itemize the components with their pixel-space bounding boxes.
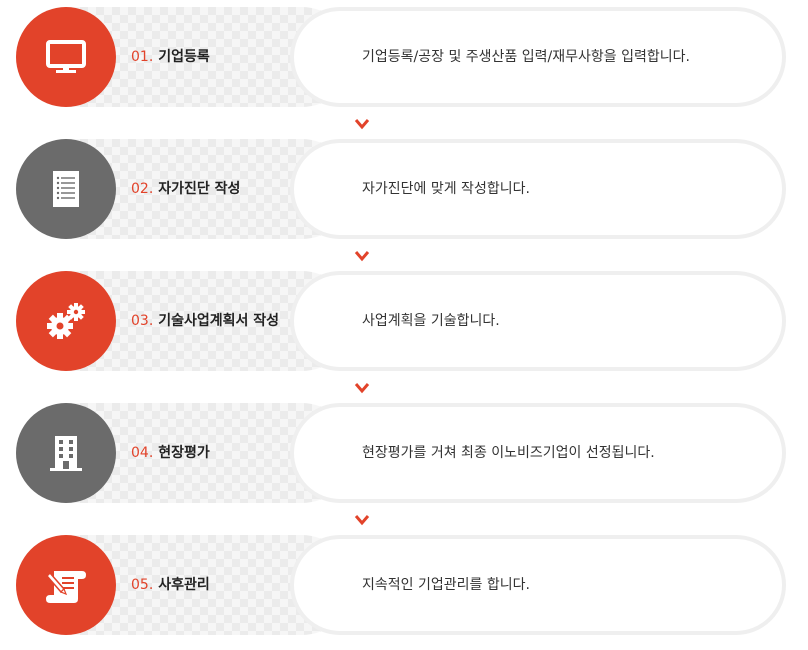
certificate-icon: [45, 571, 86, 603]
step-icon-circle: [16, 139, 116, 239]
step-title: 자가진단 작성: [158, 181, 241, 197]
chevron-down-icon: [354, 383, 370, 394]
gears-icon: [47, 303, 85, 339]
step-icon-circle: [16, 535, 116, 635]
step-description: 현장평가를 거쳐 최종 이노비즈기업이 선정됩니다.: [362, 445, 655, 461]
step-title: 현장평가: [158, 445, 210, 461]
step-label: 01.기업등록: [131, 6, 210, 108]
step-label: 05.사후관리: [131, 534, 210, 636]
step-icon-circle: [16, 7, 116, 107]
monitor-icon: [46, 40, 86, 73]
step-description: 기업등록/공장 및 주생산품 입력/재무사항을 입력합니다.: [362, 49, 690, 65]
step-3: 03.기술사업계획서 작성 사업계획을 기술합니다.: [0, 270, 808, 374]
step-description: 사업계획을 기술합니다.: [362, 313, 500, 329]
building-icon: [50, 436, 82, 471]
step-description-pill: [290, 271, 786, 371]
step-label: 03.기술사업계획서 작성: [131, 270, 279, 372]
step-description: 지속적인 기업관리를 합니다.: [362, 577, 530, 593]
step-description-pill: [290, 535, 786, 635]
step-description-pill: [290, 7, 786, 107]
step-title: 사후관리: [158, 577, 210, 593]
step-5: 05.사후관리 지속적인 기업관리를 합니다.: [0, 534, 808, 638]
step-2: 02.자가진단 작성 자가진단에 맞게 작성합니다.: [0, 138, 808, 242]
step-title: 기업등록: [158, 49, 210, 65]
step-description: 자가진단에 맞게 작성합니다.: [362, 181, 530, 197]
step-icon-circle: [16, 271, 116, 371]
document-icon: [53, 171, 79, 207]
step-4: 04.현장평가 현장평가를 거쳐 최종 이노비즈기업이 선정됩니다.: [0, 402, 808, 506]
step-number: 04.: [131, 445, 154, 461]
chevron-down-icon: [354, 251, 370, 262]
step-number: 01.: [131, 49, 154, 65]
step-number: 05.: [131, 577, 154, 593]
step-description-pill: [290, 403, 786, 503]
step-title: 기술사업계획서 작성: [158, 313, 280, 329]
step-description-pill: [290, 139, 786, 239]
step-label: 02.자가진단 작성: [131, 138, 240, 240]
chevron-down-icon: [354, 515, 370, 526]
step-number: 03.: [131, 313, 154, 329]
step-number: 02.: [131, 181, 154, 197]
step-icon-circle: [16, 403, 116, 503]
chevron-down-icon: [354, 119, 370, 130]
step-1: 01.기업등록 기업등록/공장 및 주생산품 입력/재무사항을 입력합니다.: [0, 6, 808, 110]
step-label: 04.현장평가: [131, 402, 210, 504]
